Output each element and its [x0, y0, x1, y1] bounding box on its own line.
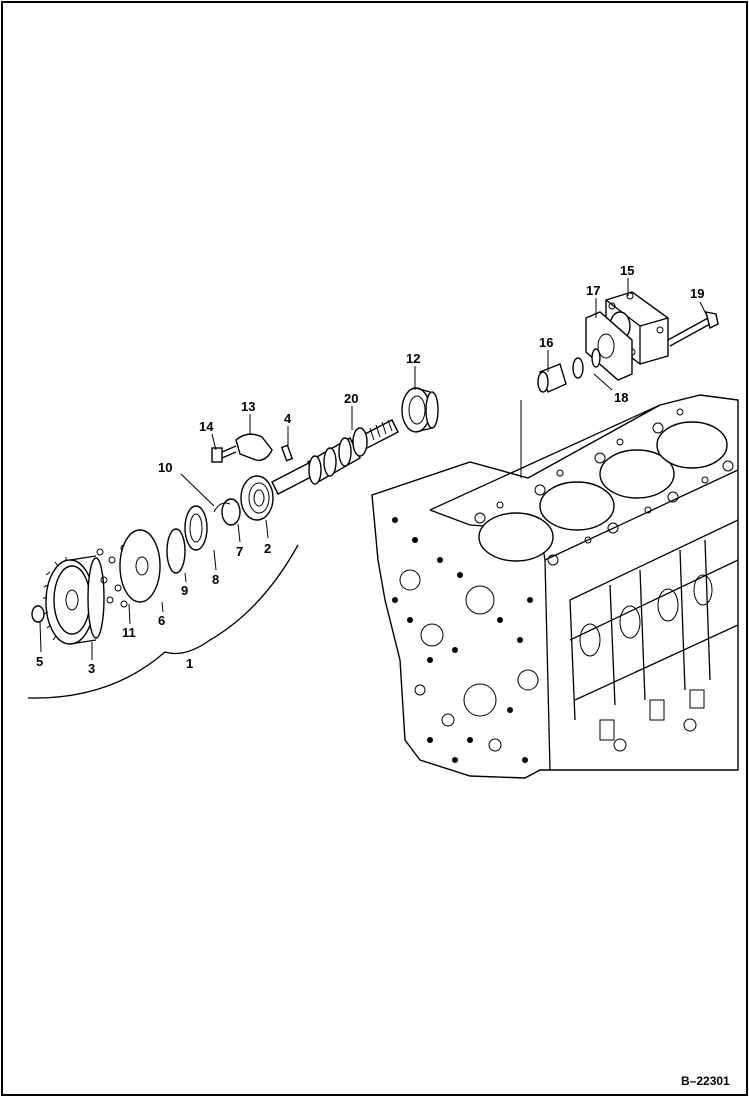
collar-part-7: [221, 498, 241, 526]
callout-4: 4: [284, 411, 292, 426]
o-ring-part-10: [213, 502, 231, 513]
snap-ring-part-5: [31, 605, 45, 623]
callout-12: 12: [406, 351, 420, 366]
callout-15: 15: [620, 263, 634, 278]
figure-id: B–22301: [681, 1074, 730, 1088]
callout-3: 3: [88, 661, 95, 676]
sleeve-part-16: [537, 363, 567, 393]
callout-16: 16: [539, 335, 553, 350]
key-part-4: [280, 444, 294, 462]
callout-8: 8: [212, 572, 219, 587]
callout-17: 17: [586, 283, 600, 298]
callout-13: 13: [241, 399, 255, 414]
seal-part-18: [572, 348, 601, 379]
ring-part-9: [166, 528, 186, 574]
callout-2: 2: [264, 541, 271, 556]
bolt-part-19: [667, 311, 719, 347]
ring-part-8: [184, 505, 208, 551]
gear-shaft-assembly: [27, 387, 439, 699]
assembly-bracket: [27, 544, 299, 699]
callout-1: 1: [186, 656, 193, 671]
gasket-part-17: [585, 311, 633, 381]
callout-labels: 1 2 3 4 5 6 7 8 9 10 11 12 13 14 15 16 1…: [36, 263, 704, 676]
bolt-part-14: [211, 445, 237, 463]
gear-part-3: [43, 555, 105, 645]
callout-18: 18: [614, 390, 628, 405]
bearing-part-12: [401, 387, 439, 433]
callout-11: 11: [122, 625, 136, 640]
callout-7: 7: [236, 544, 243, 559]
cover-group: [537, 291, 719, 393]
leader-lines: [39, 278, 707, 660]
bearing-part-2: [240, 475, 274, 521]
callout-14: 14: [199, 419, 214, 434]
callout-9: 9: [181, 583, 188, 598]
engine-block: [371, 394, 739, 779]
shaft-part-20: [271, 419, 399, 495]
callout-5: 5: [36, 654, 43, 669]
callout-19: 19: [690, 286, 704, 301]
thrust-plate-part-13: [235, 433, 273, 461]
callout-6: 6: [158, 613, 165, 628]
plate-part-6: [119, 529, 161, 603]
callout-20: 20: [344, 391, 358, 406]
callout-10: 10: [158, 460, 172, 475]
